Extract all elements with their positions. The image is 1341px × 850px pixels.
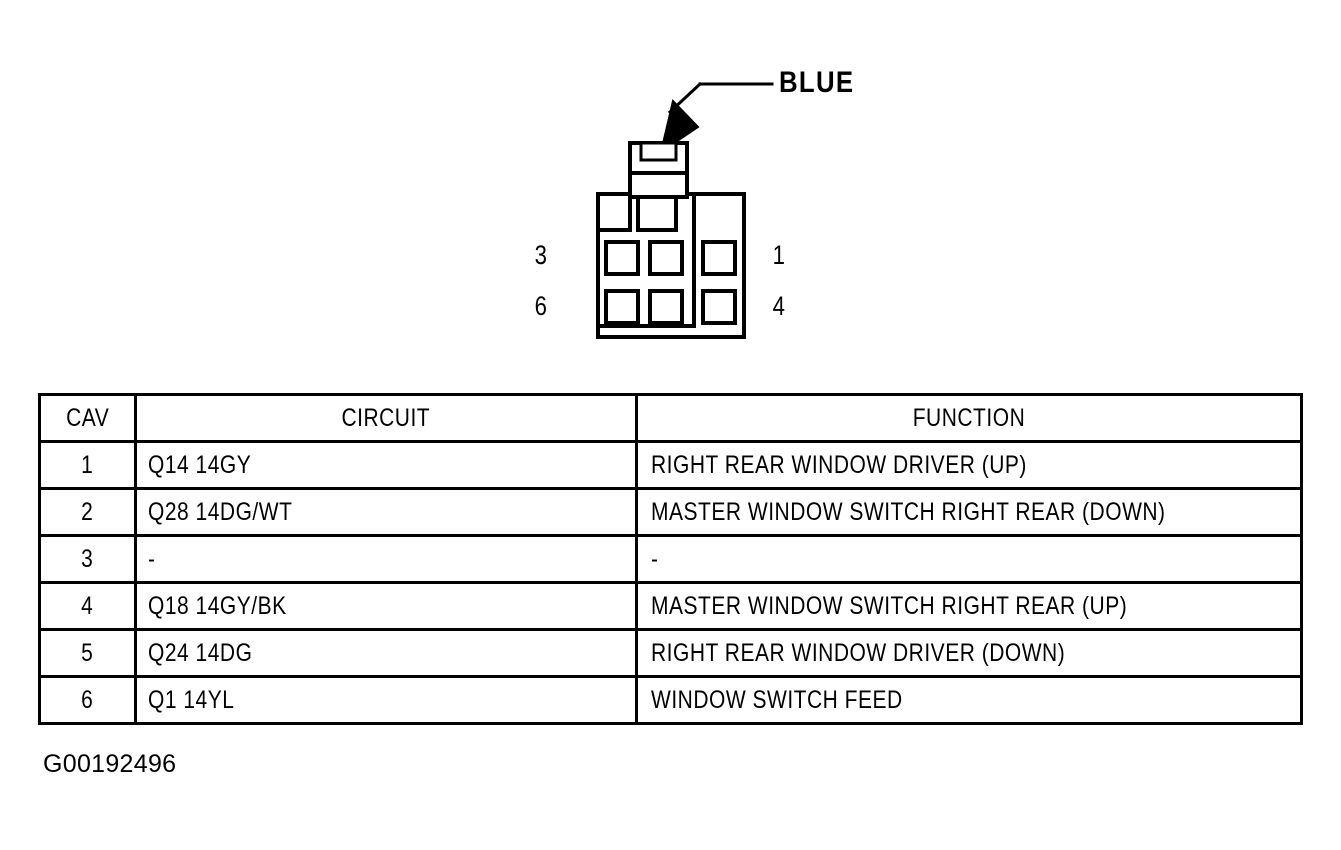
column-header-cav: CAV bbox=[38, 393, 137, 443]
connector-latch-band bbox=[628, 171, 689, 199]
cell-circuit: Q24 14DG bbox=[134, 628, 638, 678]
cell-cav: 2 bbox=[38, 487, 137, 537]
table-row: 2 Q28 14DG/WT MASTER WINDOW SWITCH RIGHT… bbox=[38, 487, 1303, 537]
cell-function: MASTER WINDOW SWITCH RIGHT REAR (DOWN) bbox=[635, 487, 1303, 537]
cavity-square bbox=[701, 289, 737, 325]
cell-circuit: Q18 14GY/BK bbox=[134, 581, 638, 631]
cell-circuit: Q14 14GY bbox=[134, 440, 638, 490]
cell-function: RIGHT REAR WINDOW DRIVER (UP) bbox=[635, 440, 1303, 490]
table-row: 4 Q18 14GY/BK MASTER WINDOW SWITCH RIGHT… bbox=[38, 581, 1303, 631]
connector-latch-rib bbox=[639, 141, 678, 162]
cell-function: WINDOW SWITCH FEED bbox=[635, 675, 1303, 725]
wire-color-callout-label: BLUE bbox=[779, 66, 855, 99]
cell-circuit: Q1 14YL bbox=[134, 675, 638, 725]
cavity-label-1: 1 bbox=[772, 240, 786, 270]
column-header-circuit: CIRCUIT bbox=[134, 393, 638, 443]
cavity-square bbox=[604, 240, 640, 276]
figure-id-code: G00192496 bbox=[43, 750, 177, 778]
table-header-row: CAV CIRCUIT FUNCTION bbox=[38, 393, 1303, 443]
cavity-square bbox=[648, 240, 684, 276]
cell-function: RIGHT REAR WINDOW DRIVER (DOWN) bbox=[635, 628, 1303, 678]
cell-cav: 5 bbox=[38, 628, 137, 678]
cavity-square bbox=[604, 289, 640, 325]
table-row: 5 Q24 14DG RIGHT REAR WINDOW DRIVER (DOW… bbox=[38, 628, 1303, 678]
column-header-function: FUNCTION bbox=[635, 393, 1303, 443]
cell-function: - bbox=[635, 534, 1303, 584]
cavity-square bbox=[648, 289, 684, 325]
connector-diagram: 3 6 1 4 BLUE bbox=[0, 0, 1341, 380]
cell-cav: 4 bbox=[38, 581, 137, 631]
cavity-label-4: 4 bbox=[772, 291, 786, 321]
connector-latch-tongue bbox=[636, 195, 678, 232]
cell-cav: 1 bbox=[38, 440, 137, 490]
cell-circuit: - bbox=[134, 534, 638, 584]
cavity-label-3: 3 bbox=[534, 240, 548, 270]
leader-arrowhead bbox=[659, 98, 700, 155]
connector-drawing bbox=[596, 81, 774, 339]
table-row: 6 Q1 14YL WINDOW SWITCH FEED bbox=[38, 675, 1303, 725]
cell-cav: 6 bbox=[38, 675, 137, 725]
cell-function: MASTER WINDOW SWITCH RIGHT REAR (UP) bbox=[635, 581, 1303, 631]
connector-keying-notch bbox=[596, 192, 632, 232]
blue-leader-line bbox=[667, 81, 774, 115]
pinout-table: CAV CIRCUIT FUNCTION 1 Q14 14GY RIGHT RE… bbox=[38, 393, 1303, 725]
cell-cav: 3 bbox=[38, 534, 137, 584]
cell-circuit: Q28 14DG/WT bbox=[134, 487, 638, 537]
cavity-square bbox=[701, 240, 737, 276]
cavity-label-6: 6 bbox=[534, 291, 548, 321]
table-row: 3 - - bbox=[38, 534, 1303, 584]
table-row: 1 Q14 14GY RIGHT REAR WINDOW DRIVER (UP) bbox=[38, 440, 1303, 490]
